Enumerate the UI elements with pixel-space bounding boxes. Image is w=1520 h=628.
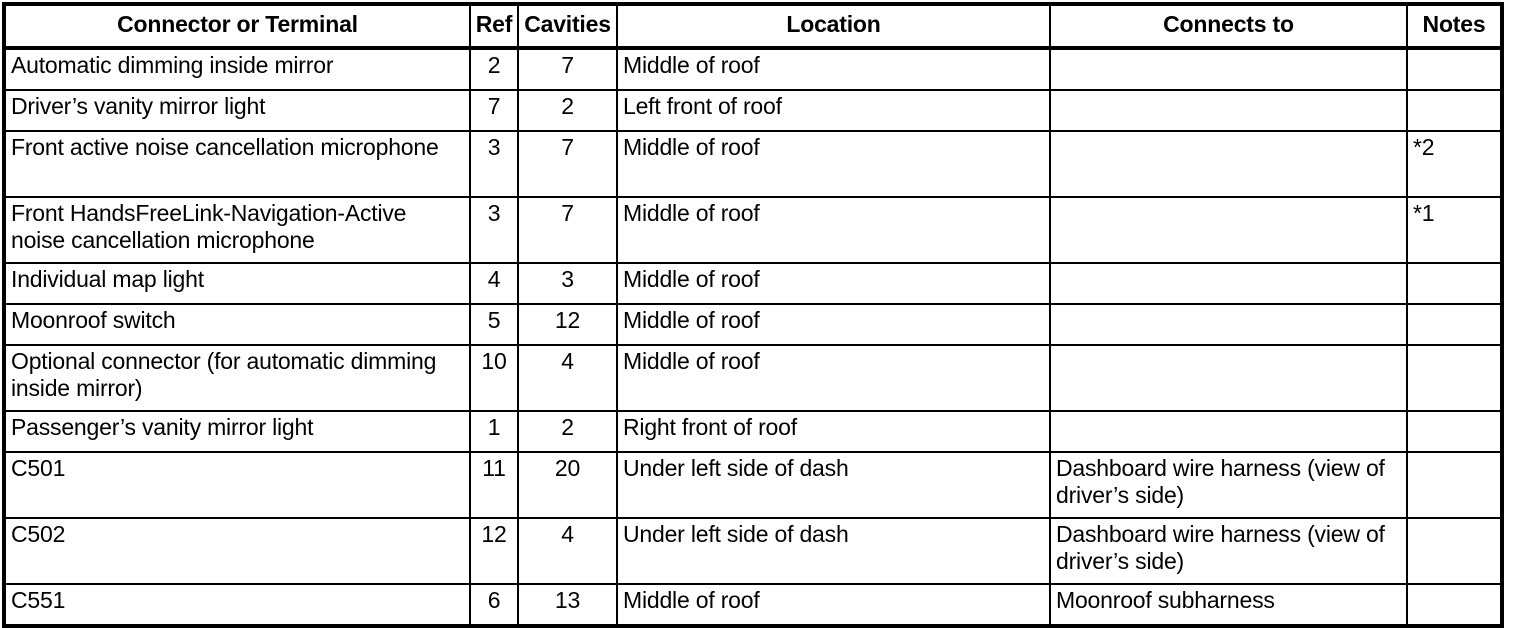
cell-ref: 2 — [469, 47, 519, 91]
cell-ref: 3 — [469, 196, 519, 264]
cell-ref: 12 — [469, 517, 519, 585]
cell-cavities: 2 — [517, 89, 618, 132]
cell-ref: 1 — [469, 410, 519, 453]
cell-location: Middle of roof — [616, 344, 1051, 412]
cell-connector: Automatic dimming inside mirror — [3, 47, 471, 91]
cell-ref: 10 — [469, 344, 519, 412]
cell-location: Right front of roof — [616, 410, 1051, 453]
cell-notes — [1406, 47, 1503, 91]
cell-connector: C502 — [3, 517, 471, 585]
cell-location: Under left side of dash — [616, 451, 1051, 519]
cell-cavities: 7 — [517, 130, 618, 198]
column-header-location: Location — [616, 3, 1051, 50]
cell-ref: 4 — [469, 262, 519, 305]
cell-location: Left front of roof — [616, 89, 1051, 132]
cell-connector: Front HandsFreeLink-Navigation-Active no… — [3, 196, 471, 264]
table-row: Front active noise cancellation micropho… — [3, 130, 1503, 198]
cell-location: Middle of roof — [616, 47, 1051, 91]
cell-cavities: 4 — [517, 344, 618, 412]
cell-connects-to — [1049, 130, 1408, 198]
cell-cavities: 7 — [517, 196, 618, 264]
column-header-ref: Ref — [469, 3, 519, 50]
cell-cavities: 4 — [517, 517, 618, 585]
cell-notes — [1406, 451, 1503, 519]
cell-connector: Passenger’s vanity mirror light — [3, 410, 471, 453]
cell-connects-to — [1049, 344, 1408, 412]
cell-cavities: 3 — [517, 262, 618, 305]
cell-location: Middle of roof — [616, 583, 1051, 627]
cell-connector: C501 — [3, 451, 471, 519]
column-header-connector: Connector or Terminal — [3, 3, 471, 50]
cell-cavities: 2 — [517, 410, 618, 453]
cell-ref: 11 — [469, 451, 519, 519]
cell-location: Under left side of dash — [616, 517, 1051, 585]
cell-notes — [1406, 303, 1503, 346]
cell-connects-to — [1049, 196, 1408, 264]
table-row: Optional connector (for automatic dimmin… — [3, 344, 1503, 412]
cell-notes — [1406, 89, 1503, 132]
cell-connector: Driver’s vanity mirror light — [3, 89, 471, 132]
cell-cavities: 20 — [517, 451, 618, 519]
cell-cavities: 7 — [517, 47, 618, 91]
cell-location: Middle of roof — [616, 303, 1051, 346]
cell-connects-to — [1049, 410, 1408, 453]
cell-connector: C551 — [3, 583, 471, 627]
table-header: Connector or Terminal Ref Cavities Locat… — [3, 3, 1503, 50]
cell-connects-to: Moonroof subharness — [1049, 583, 1408, 627]
cell-ref: 3 — [469, 130, 519, 198]
cell-connector: Optional connector (for automatic dimmin… — [3, 344, 471, 412]
cell-cavities: 12 — [517, 303, 618, 346]
table-header-row: Connector or Terminal Ref Cavities Locat… — [3, 3, 1503, 50]
cell-notes — [1406, 262, 1503, 305]
cell-ref: 6 — [469, 583, 519, 627]
cell-cavities: 13 — [517, 583, 618, 627]
cell-notes — [1406, 344, 1503, 412]
cell-connector: Front active noise cancellation micropho… — [3, 130, 471, 198]
cell-notes — [1406, 517, 1503, 585]
cell-connects-to — [1049, 47, 1408, 91]
cell-connector: Individual map light — [3, 262, 471, 305]
cell-location: Middle of roof — [616, 130, 1051, 198]
cell-connector: Moonroof switch — [3, 303, 471, 346]
column-header-connects-to: Connects to — [1049, 3, 1408, 50]
cell-notes — [1406, 410, 1503, 453]
cell-connects-to — [1049, 262, 1408, 305]
cell-ref: 7 — [469, 89, 519, 132]
cell-connects-to: Dashboard wire harness (view of driver’s… — [1049, 517, 1408, 585]
cell-connects-to: Dashboard wire harness (view of driver’s… — [1049, 451, 1408, 519]
column-header-cavities: Cavities — [517, 3, 618, 50]
cell-notes: *1 — [1406, 196, 1503, 264]
cell-connects-to — [1049, 303, 1408, 346]
column-header-notes: Notes — [1406, 3, 1503, 50]
cell-notes: *2 — [1406, 130, 1503, 198]
table-row: Front HandsFreeLink-Navigation-Active no… — [3, 196, 1503, 264]
cell-connects-to — [1049, 89, 1408, 132]
cell-notes — [1406, 583, 1503, 627]
cell-location: Middle of roof — [616, 262, 1051, 305]
cell-ref: 5 — [469, 303, 519, 346]
cell-location: Middle of roof — [616, 196, 1051, 264]
